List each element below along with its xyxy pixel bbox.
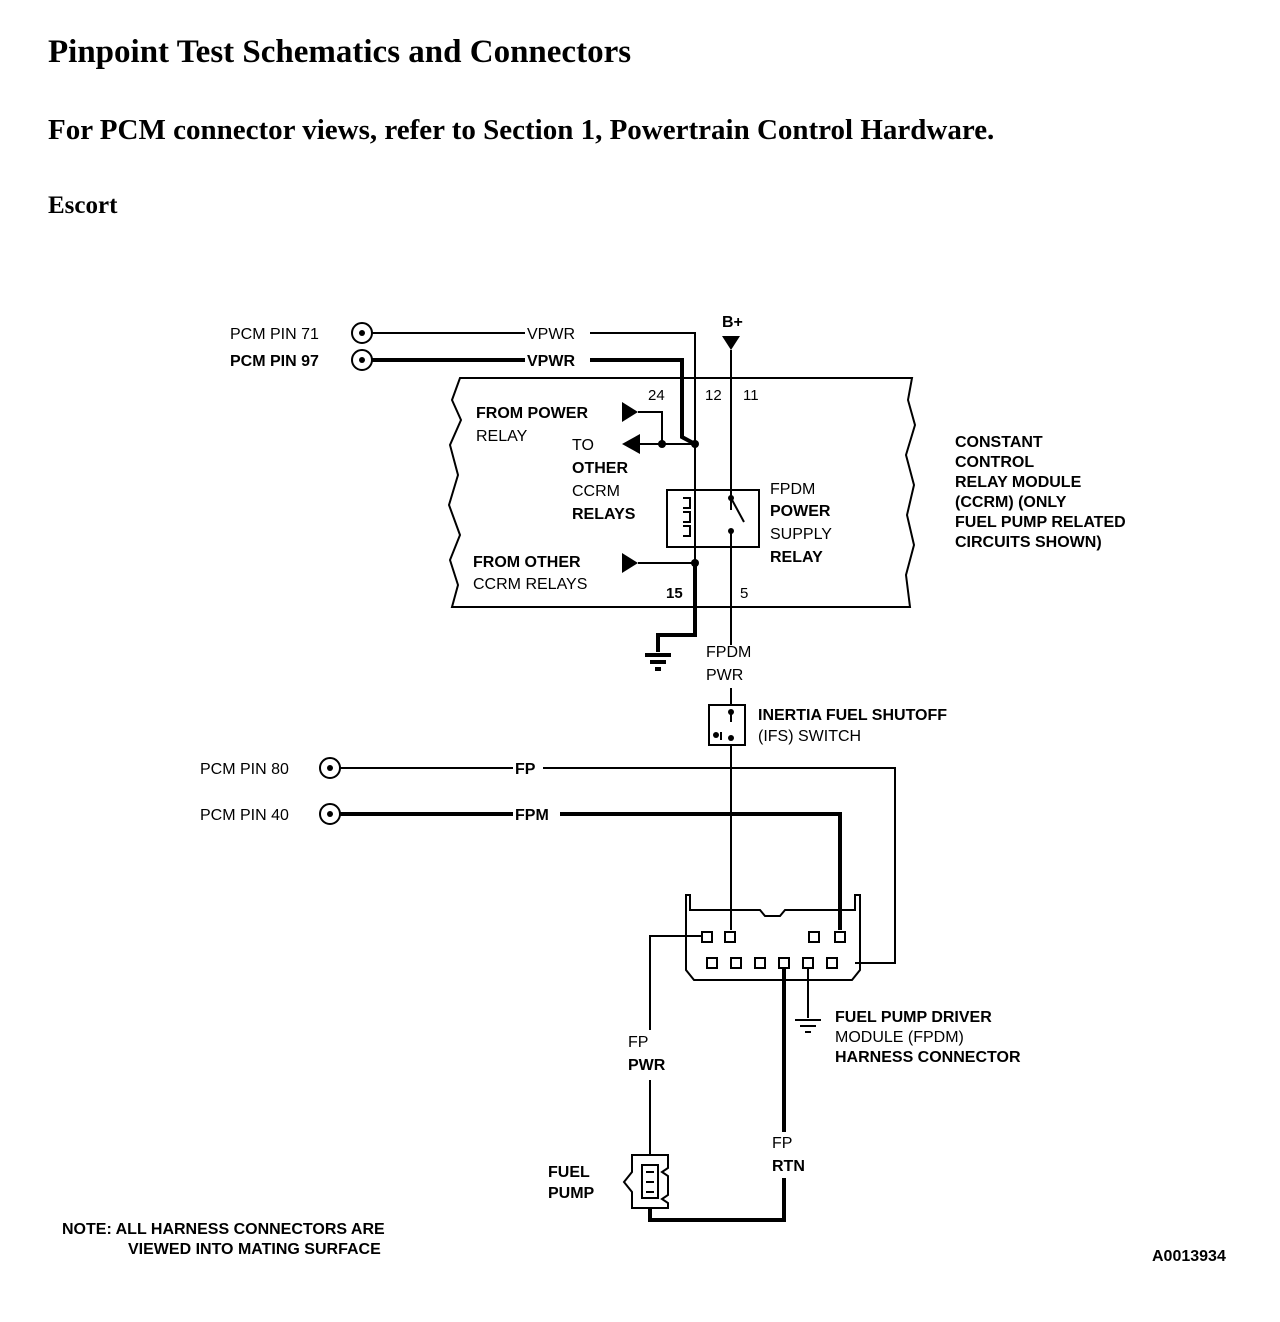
note-label-2: VIEWED INTO MATING SURFACE — [128, 1241, 381, 1258]
from-power-relay-label-2: RELAY — [476, 428, 528, 445]
pcm-pin-80-label: PCM PIN 80 — [200, 761, 289, 778]
pcm-pin-71-label: PCM PIN 71 — [230, 326, 319, 343]
fpdm-connector-label: FUEL PUMP DRIVER — [835, 1009, 992, 1026]
fpdm-pwr-label-2: PWR — [706, 667, 743, 684]
to-other-relays-label-2: OTHER — [572, 460, 628, 477]
pcm-pin-40-terminal — [319, 803, 341, 825]
ground-icon — [645, 653, 671, 671]
pcm-pin-97-terminal — [351, 349, 373, 371]
ccrm-label: CONSTANT — [955, 434, 1043, 451]
fpm-wire — [340, 812, 842, 930]
figure-id: A0013934 — [1152, 1248, 1226, 1265]
fuel-pump-icon — [622, 1154, 669, 1209]
pcm-pin-80-terminal — [319, 757, 341, 779]
fpm-wire-label: FPM — [515, 807, 549, 824]
pcm-pin-40-label: PCM PIN 40 — [200, 807, 289, 824]
fpdm-harness-connector — [685, 894, 861, 981]
relay-switch-contact — [730, 497, 745, 523]
battery-label: B+ — [722, 314, 743, 331]
to-other-relays-label: TO — [572, 437, 594, 454]
ccrm-label-2: CONTROL — [955, 454, 1034, 471]
fpdm-connector-label-3: HARNESS CONNECTOR — [835, 1049, 1021, 1066]
fuel-pump-label: FUEL — [548, 1164, 590, 1181]
section-heading: Escort — [48, 192, 118, 219]
from-power-relay-arrow — [622, 402, 638, 422]
ifs-contact-dot — [728, 709, 734, 715]
pin-5-label: 5 — [740, 585, 748, 602]
connector-ground-icon — [795, 1019, 821, 1033]
junction-dot — [658, 440, 666, 448]
battery-arrow — [722, 336, 740, 350]
ccrm-ground-wire — [656, 563, 697, 652]
fpdm-pwr-label: FPDM — [706, 644, 751, 661]
pin-11-label: 11 — [743, 387, 759, 404]
vpwr-wire-71 — [372, 332, 696, 444]
fp-rtn-wire — [648, 968, 786, 1222]
fp-rtn-label-2: RTN — [772, 1158, 805, 1175]
fpdm-relay-label-3: SUPPLY — [770, 526, 832, 543]
ifs-contact-dot — [713, 732, 719, 738]
fp-pwr-wire — [649, 935, 702, 1155]
pcm-pin-71-terminal — [351, 322, 373, 344]
power-relay-wire — [638, 411, 695, 445]
fpdm-relay-label-4: RELAY — [770, 549, 823, 566]
fuel-pump-motor-icon — [641, 1164, 659, 1199]
from-other-relays-label: FROM OTHER — [473, 554, 581, 571]
ccrm-module-box — [447, 377, 917, 608]
fp-pwr-label: FP — [628, 1034, 648, 1051]
ifs-switch-box — [708, 704, 746, 746]
from-other-relays-arrow — [622, 553, 638, 573]
pin-12-label: 12 — [705, 387, 722, 404]
from-other-relays-label-2: CCRM RELAYS — [473, 576, 587, 593]
to-other-relays-label-4: RELAYS — [572, 506, 636, 523]
fpdm-relay-label-2: POWER — [770, 503, 831, 520]
note-label: NOTE: ALL HARNESS CONNECTORS ARE — [62, 1221, 385, 1238]
fp-pwr-label-2: PWR — [628, 1057, 666, 1074]
page-subtitle: For PCM connector views, refer to Sectio… — [48, 114, 995, 146]
vpwr-label-97: VPWR — [527, 353, 575, 370]
fp-wire-label: FP — [515, 761, 536, 778]
fp-wire — [340, 767, 896, 964]
ccrm-label-3: RELAY MODULE — [955, 474, 1082, 491]
ifs-switch-label: INERTIA FUEL SHUTOFF — [758, 707, 947, 724]
pin-15-label: 15 — [666, 585, 683, 602]
relay-coil — [683, 497, 691, 537]
to-other-relays-label-3: CCRM — [572, 483, 620, 500]
vpwr-label-71: VPWR — [527, 326, 575, 343]
fp-rtn-label: FP — [772, 1135, 792, 1152]
page-title: Pinpoint Test Schematics and Connectors — [48, 34, 632, 70]
connector-pins — [701, 931, 846, 969]
fuel-pump-label-2: PUMP — [548, 1185, 595, 1202]
relay-contact-dot — [728, 495, 734, 501]
fpdm-relay-box — [666, 489, 760, 548]
ifs-contact-dot — [728, 735, 734, 741]
ifs-switch-label-2: (IFS) SWITCH — [758, 728, 861, 745]
pin-24-label: 24 — [648, 387, 665, 404]
ccrm-label-6: CIRCUITS SHOWN) — [955, 534, 1102, 551]
ccrm-label-4: (CCRM) (ONLY — [955, 494, 1067, 511]
pcm-pin-97-label: PCM PIN 97 — [230, 353, 319, 370]
vpwr-wire-97 — [372, 358, 696, 446]
from-power-relay-label: FROM POWER — [476, 405, 588, 422]
fpdm-connector-label-2: MODULE (FPDM) — [835, 1029, 964, 1046]
ccrm-label-5: FUEL PUMP RELATED — [955, 514, 1126, 531]
to-other-relays-arrow — [622, 434, 640, 454]
fpdm-relay-label: FPDM — [770, 481, 815, 498]
